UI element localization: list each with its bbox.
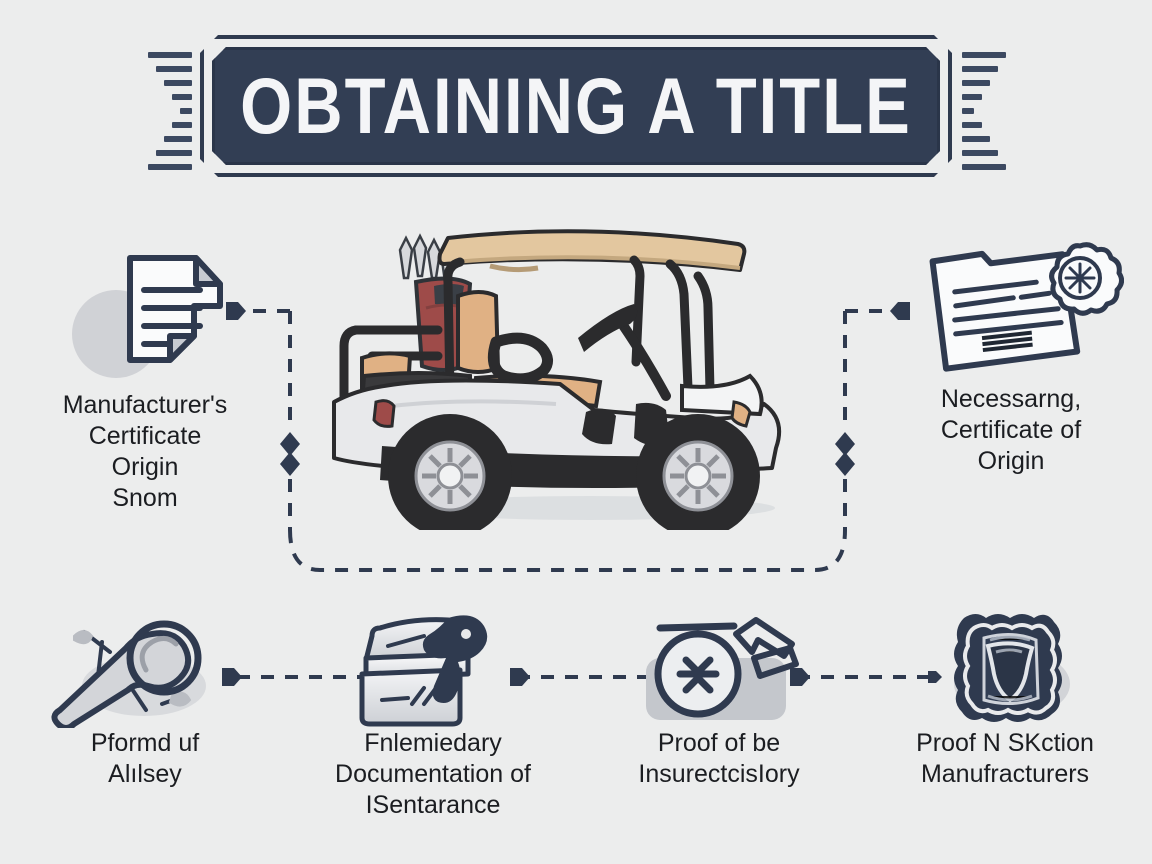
cart-steering [578,304,671,446]
document-icon [34,240,256,390]
wax-seal [1049,242,1125,316]
title-tick-marks-right [962,52,1006,178]
node-proof-of-inspection[interactable]: Proof of be InsurectcisIory [606,600,832,790]
certificate-seal-icon [898,232,1125,384]
cart-roof [437,229,747,273]
cart-roof-supports [443,255,715,397]
document-box-icon [320,600,546,728]
node-intermediary-documentation[interactable]: Fnlemiedary Documentation of ISentarance [320,600,546,821]
node-label: Manufacturer's Certificate Origin Snom [62,391,228,512]
node-manufacturers-certificate-origin[interactable]: Manufacturer's Certificate Origin Snom [34,240,256,514]
node-label: Proof N SKction Manufracturers [916,729,1094,788]
node-label: Fnlemiedary Documentation of ISentarance [335,729,531,819]
title-banner-inner-plate: OBTAINING A TITLE [212,47,940,165]
inspection-tool-icon [34,600,256,731]
title-banner: OBTAINING A TITLE [200,35,952,177]
page-title: OBTAINING A TITLE [240,61,912,151]
node-label: Proof of be InsurectcisIory [638,729,800,788]
cart-wheels [388,414,760,538]
inspection-mark-icon [606,600,832,728]
node-label: Necessarng, Certificate of Origin [940,385,1082,475]
official-seal-icon [892,600,1118,728]
node-label: Pformd uf Alılsey [90,729,200,788]
node-proof-of-section-manufacturers[interactable]: Proof N SKction Manufracturers [892,600,1118,790]
title-tick-marks-left [148,52,192,178]
golf-cart-illustration [330,190,830,538]
node-necessary-certificate-of-origin[interactable]: Necessarng, Certificate of Origin [898,232,1125,477]
node-proof-of-ability[interactable]: Pformd uf Alılsey [34,600,256,790]
